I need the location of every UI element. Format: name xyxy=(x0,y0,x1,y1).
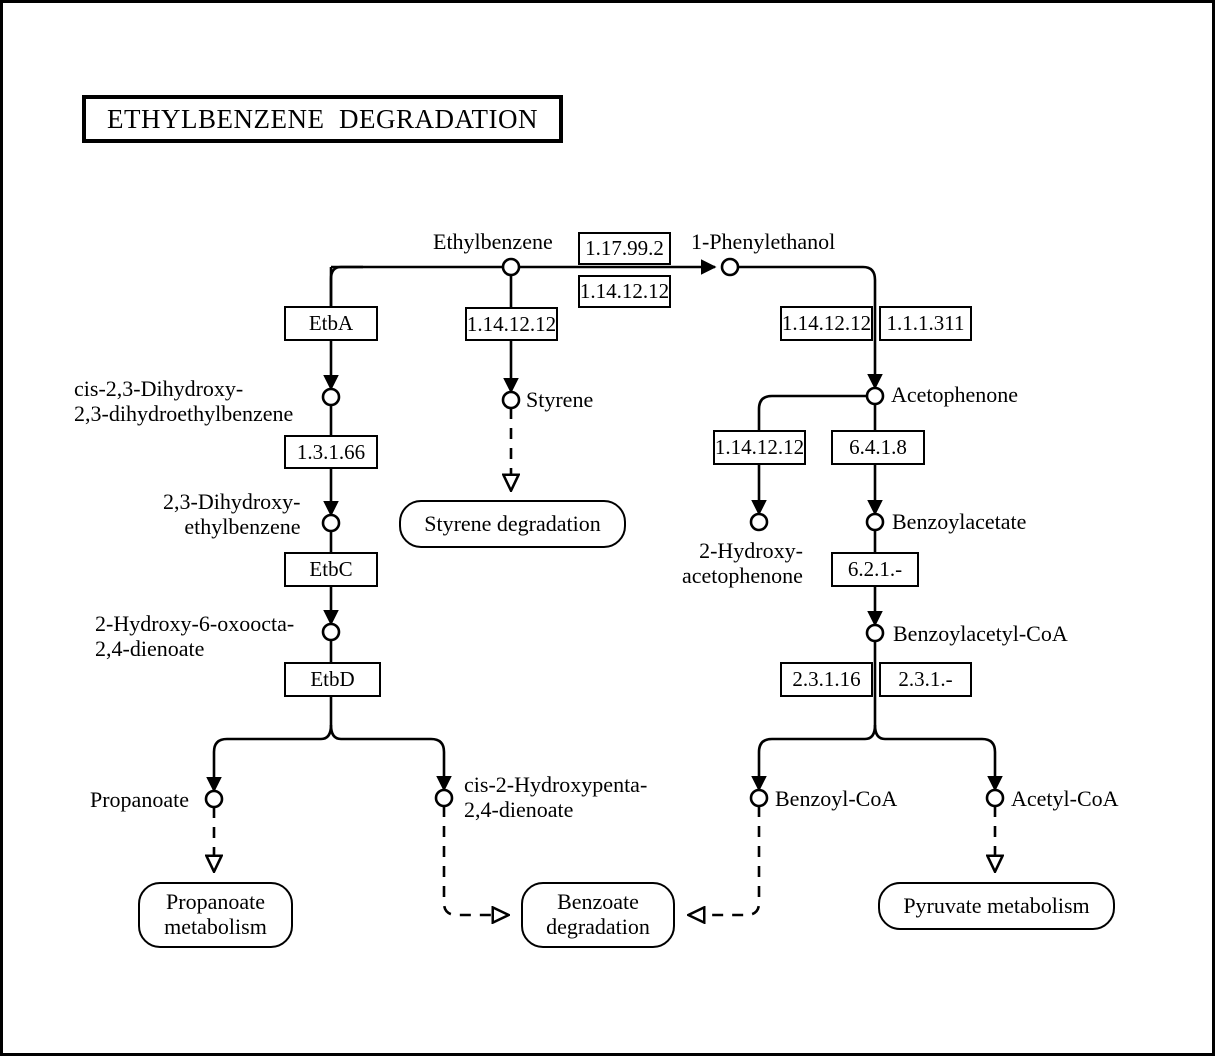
map-link-pyruvate-metabolism[interactable]: Pyruvate metabolism xyxy=(878,882,1115,930)
compound-node-phenylethanol xyxy=(720,257,740,277)
edge-benzoylcoa-to-benzoate-degradation xyxy=(689,806,761,915)
compound-node-acetophenone xyxy=(865,386,885,406)
enzyme-box-etbc[interactable]: EtbC xyxy=(284,552,378,587)
compound-label-acetyl-coa[interactable]: Acetyl-CoA xyxy=(1011,786,1119,811)
compound-label-acetophenone[interactable]: Acetophenone xyxy=(891,382,1019,407)
map-title: ETHYLBENZENE DEGRADATION xyxy=(107,103,538,134)
map-link-propanoate-metabolism[interactable]: Propanoate metabolism xyxy=(138,882,293,948)
enzyme-box-2-3-1-dash[interactable]: 2.3.1.- xyxy=(879,662,972,697)
enzyme-box-1-14-12-12-styrene[interactable]: 1.14.12.12 xyxy=(465,307,558,341)
enzyme-box-6-4-1-8[interactable]: 6.4.1.8 xyxy=(831,430,925,465)
enzyme-box-etbd[interactable]: EtbD xyxy=(284,662,381,697)
compound-node-cis23dihydroxy xyxy=(321,387,341,407)
edge-phenylethanol-to-acetophenone-corner xyxy=(738,265,883,390)
pathway-edges-layer xyxy=(204,257,1005,1056)
enzyme-box-1-17-99-2[interactable]: 1.17.99.2 xyxy=(578,232,671,265)
compound-label-2-hydroxyacetophenone[interactable]: 2-Hydroxy- acetophenone xyxy=(682,538,803,588)
compound-node-dihydroxyethylbz xyxy=(321,513,341,533)
edge-split-left-benzoylcoa xyxy=(751,724,877,792)
compound-label-ethylbenzene[interactable]: Ethylbenzene xyxy=(433,229,553,254)
enzyme-box-1-14-12-12-acetophenone[interactable]: 1.14.12.12 xyxy=(780,306,873,341)
compound-label-benzoylacetate[interactable]: Benzoylacetate xyxy=(892,509,1027,534)
enzyme-box-6-2-1-dash[interactable]: 6.2.1.- xyxy=(831,552,919,587)
edge-corner-round-left xyxy=(329,265,363,306)
compound-label-2-3-dihydroxyethylbenzene[interactable]: 2,3-Dihydroxy- ethylbenzene xyxy=(163,489,301,539)
edge-acetophenone-left-branch xyxy=(757,394,867,430)
compound-label-cis-2-hydroxypenta-2-4-dienoate[interactable]: cis-2-Hydroxypenta- 2,4-dienoate xyxy=(464,772,648,822)
compound-node-benzoylacetate xyxy=(865,512,885,532)
compound-label-benzoylacetyl-coa[interactable]: Benzoylacetyl-CoA xyxy=(893,621,1068,646)
edge-split-left-propanoate xyxy=(206,724,333,793)
compound-node-hydroxypentadien xyxy=(434,788,454,808)
footer-map-id-date: 00642 11/1/17 xyxy=(34,1053,252,1054)
compound-node-propanoate xyxy=(204,789,224,809)
compound-node-benzoylcoa xyxy=(749,788,769,808)
compound-label-styrene[interactable]: Styrene xyxy=(526,387,594,412)
enzyme-box-etba[interactable]: EtbA xyxy=(284,306,378,341)
compound-node-styrene xyxy=(501,390,521,410)
enzyme-box-1-3-1-66[interactable]: 1.3.1.66 xyxy=(284,435,378,469)
map-link-benzoate-degradation[interactable]: Benzoate degradation xyxy=(521,882,675,948)
enzyme-box-1-14-12-12-hydroxyacetophenone[interactable]: 1.14.12.12 xyxy=(713,430,806,465)
edge-split-right-acetylcoa xyxy=(873,724,1003,792)
compound-node-hydroxyacetophenone xyxy=(749,512,769,532)
compound-label-1-phenylethanol[interactable]: 1-Phenylethanol xyxy=(691,229,836,254)
enzyme-box-1-1-1-311[interactable]: 1.1.1.311 xyxy=(879,306,972,341)
map-title-box: ETHYLBENZENE DEGRADATION xyxy=(82,95,563,143)
enzyme-box-1-14-12-12-top[interactable]: 1.14.12.12 xyxy=(578,275,671,308)
compound-label-2-hydroxy-6-oxoocta-2-4-dienoate[interactable]: 2-Hydroxy-6-oxoocta- 2,4-dienoate xyxy=(95,611,295,661)
compound-node-acetylcoa xyxy=(985,788,1005,808)
map-footer: 00642 11/1/17 (c) Kanehisa Laboratories xyxy=(34,1003,252,1054)
enzyme-box-2-3-1-16[interactable]: 2.3.1.16 xyxy=(780,662,873,697)
compound-label-benzoyl-coa[interactable]: Benzoyl-CoA xyxy=(775,786,898,811)
compound-label-propanoate[interactable]: Propanoate xyxy=(90,787,189,812)
compound-node-hydroxyoxoocta xyxy=(321,622,341,642)
edge-split-right-hydroxypenta xyxy=(329,724,452,792)
compound-label-cis-2-3-dihydroxy-2-3-dihydroethylbenzene[interactable]: cis-2,3-Dihydroxy- 2,3-dihydroethylbenze… xyxy=(74,376,294,426)
compound-node-benzoylacetylcoa xyxy=(865,623,885,643)
edge-hydroxypenta-to-benzoate-degradation xyxy=(442,806,508,915)
compound-node-ethylbenzene xyxy=(501,257,521,277)
map-link-styrene-degradation[interactable]: Styrene degradation xyxy=(399,500,626,548)
